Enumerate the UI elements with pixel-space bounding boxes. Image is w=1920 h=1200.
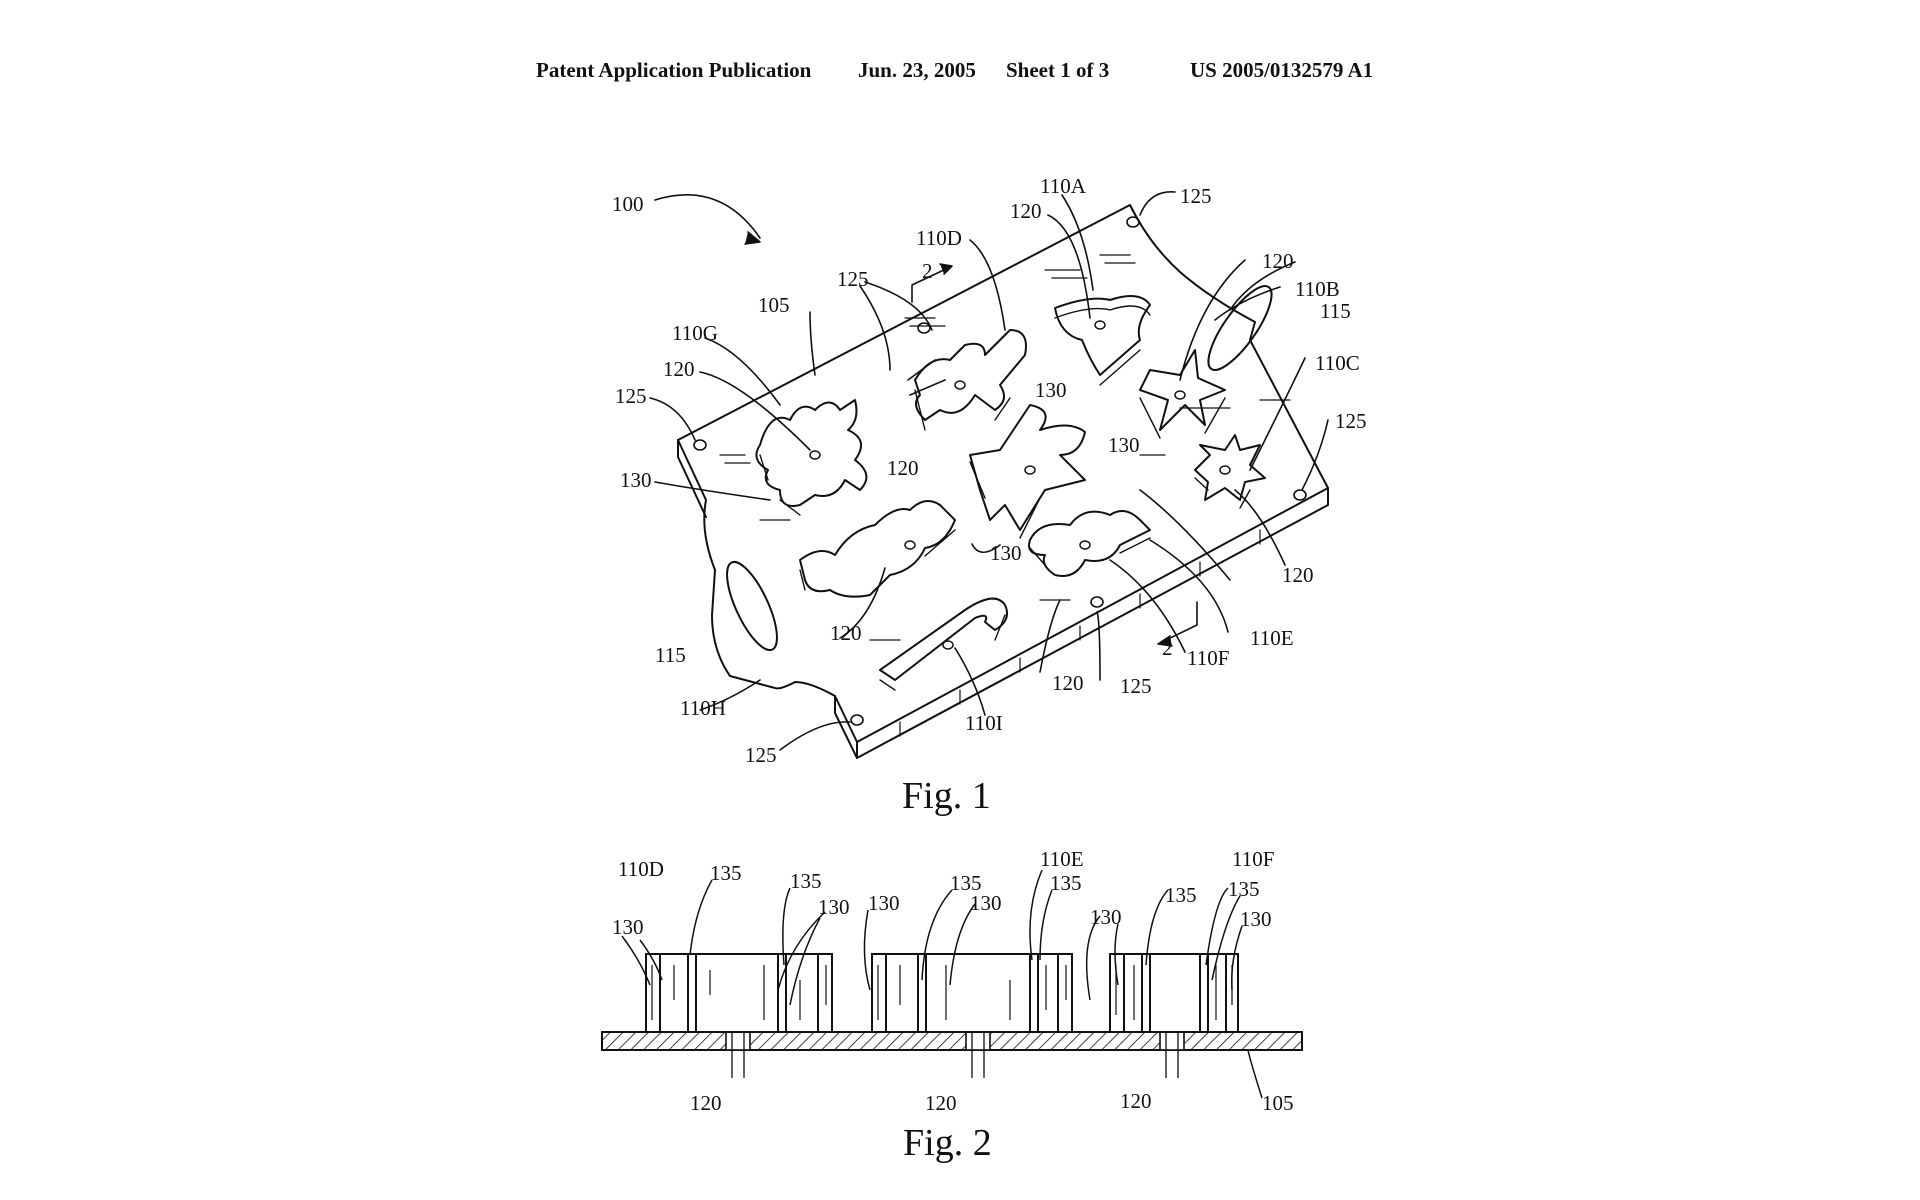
label-120-a: 120	[1010, 199, 1042, 223]
label-100: 100	[612, 192, 644, 216]
cutter-holes	[809, 320, 1231, 650]
handle-slot-left	[726, 560, 778, 652]
section-arrows	[911, 263, 1198, 647]
plate-thickness	[677, 439, 1329, 759]
cutter-110b	[1139, 349, 1226, 431]
label2-110f: 110F	[1232, 847, 1274, 871]
surface-shading	[719, 254, 1291, 641]
label-110h: 110H	[680, 696, 726, 720]
label-110c: 110C	[1315, 351, 1360, 375]
label-105: 105	[758, 293, 790, 317]
label2-110d: 110D	[618, 857, 664, 881]
label2-130-b: 130	[818, 895, 850, 919]
label2-130-f: 130	[1240, 907, 1272, 931]
label-130-g: 130	[620, 468, 652, 492]
edge-hatching	[899, 529, 1261, 737]
label-125-front: 125	[1120, 674, 1152, 698]
figure-2-caption: Fig. 2	[903, 1122, 992, 1164]
label2-130-a: 130	[612, 915, 644, 939]
label-120-h: 120	[830, 621, 862, 645]
label2-135-f: 135	[1228, 877, 1260, 901]
label-110i: 110I	[965, 711, 1003, 735]
fig2-leader-lines	[621, 869, 1263, 1099]
cookie-cutters	[755, 295, 1266, 691]
label-110d: 110D	[916, 226, 962, 250]
publication-title: Patent Application Publication	[536, 58, 812, 82]
label-section-bottom: 2	[1162, 636, 1173, 660]
label-110e: 110E	[1250, 626, 1294, 650]
label-120-d: 120	[887, 456, 919, 480]
label-110a: 110A	[1040, 174, 1087, 198]
plate-top-face	[677, 204, 1329, 743]
sheet-number: Sheet 1 of 3	[1006, 58, 1110, 82]
figure-2-drawing	[601, 869, 1303, 1099]
label-120-c: 120	[1282, 563, 1314, 587]
fig1-labels: 100 105 110A 110B 110C 110D 110E 110F 11…	[612, 174, 1367, 817]
label-115-left: 115	[655, 643, 686, 667]
page-header: Patent Application Publication Jun. 23, …	[536, 58, 1396, 88]
section-plate	[601, 1031, 1303, 1051]
label-125-bottom: 125	[745, 743, 777, 767]
label-120-g: 120	[663, 357, 695, 381]
label2-105: 105	[1262, 1091, 1294, 1115]
cutter-110i	[879, 597, 1008, 681]
corner-holes	[693, 216, 1307, 726]
label-125-left: 125	[615, 384, 647, 408]
figure-1-drawing	[649, 191, 1329, 759]
label2-135-a: 135	[710, 861, 742, 885]
section-cutter-110d	[645, 953, 833, 1033]
label-130-h: 130	[990, 541, 1022, 565]
label2-120-c: 120	[1120, 1089, 1152, 1113]
fig2-labels: 130 110D 135 135 130 130 135 130 110E 13…	[612, 847, 1294, 1164]
section-hole-1	[725, 1031, 751, 1051]
label2-120-a: 120	[690, 1091, 722, 1115]
fig1-leader-lines	[649, 191, 1329, 751]
label2-130-d: 130	[970, 891, 1002, 915]
section-cutter-110f	[1109, 953, 1239, 1033]
label2-135-b: 135	[790, 869, 822, 893]
publication-date: Jun. 23, 2005	[858, 58, 976, 82]
label-120-f: 120	[1052, 671, 1084, 695]
figure-1-caption: Fig. 1	[902, 775, 991, 817]
label2-135-e: 135	[1165, 883, 1197, 907]
label2-110e: 110E	[1040, 847, 1084, 871]
cutter-110a	[1054, 295, 1151, 376]
cutter-110h	[799, 500, 956, 598]
label2-135-d: 135	[1050, 871, 1082, 895]
label-125-top: 125	[1180, 184, 1212, 208]
patent-number: US 2005/0132579 A1	[1190, 58, 1374, 82]
label2-130-c: 130	[868, 891, 900, 915]
label-110f: 110F	[1187, 646, 1229, 670]
cutter-110f	[1028, 510, 1151, 577]
label-125-right: 125	[1335, 409, 1367, 433]
label-130-d: 130	[1035, 378, 1067, 402]
cutter-110g	[755, 399, 868, 507]
cutter-110d	[914, 329, 1027, 421]
label-110g: 110G	[672, 321, 718, 345]
label-110b: 110B	[1295, 277, 1340, 301]
label2-135-c: 135	[950, 871, 982, 895]
label-125-mid: 125	[837, 267, 869, 291]
label-115-right: 115	[1320, 299, 1351, 323]
section-hole-3	[1159, 1031, 1185, 1051]
handle-slot-right	[1207, 285, 1273, 371]
label-section-top: 2	[922, 259, 933, 283]
label-120-b: 120	[1262, 249, 1294, 273]
cutter-110e	[969, 404, 1086, 531]
section-cutter-110e	[871, 953, 1073, 1033]
label2-130-e: 130	[1090, 905, 1122, 929]
section-hole-2	[965, 1031, 991, 1051]
cutter-110c	[1194, 434, 1266, 501]
label-130-e: 130	[1108, 433, 1140, 457]
label2-120-b: 120	[925, 1091, 957, 1115]
